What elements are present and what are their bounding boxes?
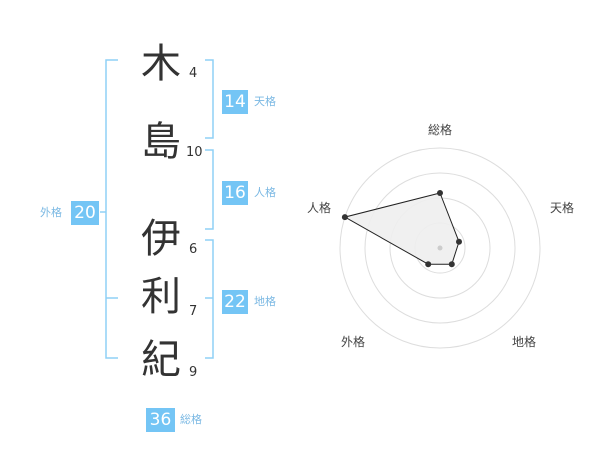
jinkaku-bracket [205, 149, 214, 230]
stroke-count-4: 7 [189, 304, 198, 319]
radar-points [341, 190, 462, 268]
tenkaku-value: 14 [222, 90, 248, 114]
soukaku-value: 36 [146, 408, 175, 432]
name-char-5: 紀 [141, 337, 181, 383]
jinkaku-value: 16 [222, 181, 248, 205]
radar-point-1 [437, 190, 443, 196]
name-char-1: 木 [141, 41, 181, 87]
radar-point-5 [341, 214, 348, 221]
stroke-count-3: 6 [189, 242, 198, 257]
radar-point-2 [456, 238, 462, 245]
jinkaku-label: 人格 [254, 186, 276, 199]
radar-point-4 [425, 261, 432, 268]
radar-axis-jinkaku: 人格 [307, 201, 332, 215]
name-char-4: 利 [141, 274, 181, 320]
chikaku-bracket [205, 239, 214, 359]
radar-rings [339, 147, 541, 349]
soukaku-label: 総格 [180, 413, 202, 426]
radar-polygon [343, 192, 460, 265]
radar-point-3 [448, 261, 455, 268]
gaikaku-bracket [105, 59, 118, 359]
chikaku-value: 22 [222, 290, 248, 314]
radar-axis-chikaku: 地格 [512, 335, 537, 349]
gaikaku-value: 20 [71, 201, 99, 225]
tenkaku-bracket [205, 59, 214, 139]
name-char-2: 島 [141, 119, 181, 165]
gaikaku-label: 外格 [40, 206, 62, 219]
chikaku-label: 地格 [254, 295, 276, 308]
radar-axis-tenkaku: 天格 [550, 201, 575, 215]
radar-ring-3 [364, 172, 516, 324]
radar-axis-soukaku: 総格 [428, 123, 453, 137]
radar-ring-4 [339, 147, 541, 349]
radar-center-dot [437, 245, 443, 251]
name-char-3: 伊 [141, 216, 181, 262]
stroke-count-5: 9 [189, 365, 198, 380]
radar-axis-gaikaku: 外格 [341, 335, 366, 349]
stroke-count-1: 4 [189, 66, 198, 81]
stroke-count-2: 10 [186, 145, 203, 160]
tenkaku-label: 天格 [254, 95, 276, 108]
